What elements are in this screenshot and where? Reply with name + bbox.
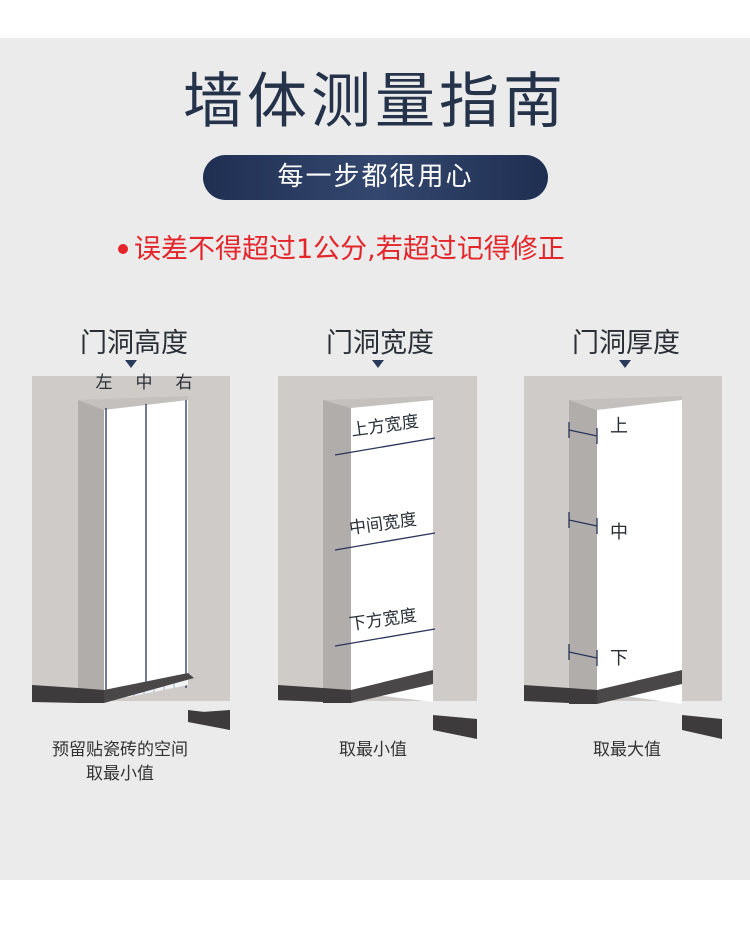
label-bottom: 下 [610,648,628,669]
label-top: 上 [610,416,628,437]
skirting-left [32,685,78,703]
skirting-right [433,715,477,739]
skirting-left [278,685,323,702]
height-section-title: 门洞高度 [80,328,188,359]
label-middle: 中 [136,373,153,393]
label-left: 左 [96,373,113,393]
door-lintel [323,396,433,408]
down-arrow-icon [372,360,384,368]
width-caption: 取最小值 [273,738,473,762]
down-arrow-icon [125,360,137,368]
caption-line: 取最大值 [593,740,661,760]
door-jamb [78,400,104,701]
middle-thickness-marker [568,512,598,534]
caption-line: 取最小值 [339,740,407,760]
skirting-right [682,715,722,739]
warning-note: 误差不得超过1公分,若超过记得修正 [118,230,565,270]
width-diagram: 上方宽度 中间宽度 下方宽度 [278,376,477,739]
page-title: 墙体测量指南 [183,67,567,137]
caption-line: 预留贴瓷砖的空间 [52,740,188,760]
door-opening [351,400,433,702]
label-right: 右 [176,373,193,393]
door-lintel [78,396,188,410]
door-opening [597,400,682,704]
floor-edge [597,670,682,704]
thickness-section-title: 门洞厚度 [572,328,680,359]
door-lintel [569,396,682,410]
skirting-left [524,685,569,703]
skirting-jamb [323,688,351,703]
height-diagram: 左 中 右 [32,373,230,730]
top-thickness-marker [568,422,598,444]
door-jamb [323,400,351,701]
subtitle-banner: 每一步都很用心 [203,155,548,200]
top-width-line [334,437,436,456]
skirting-jamb [569,688,597,704]
label-middle: 中 [610,522,628,543]
thickness-diagram: 上 中 下 [524,376,722,739]
down-arrow-icon [619,360,631,368]
skirting-jamb [78,688,104,703]
bottom-thickness-marker [568,644,598,666]
thickness-caption: 取最大值 [527,738,727,762]
door-jamb [569,400,597,701]
caption-line: 取最小值 [86,764,154,784]
bottom-width-line [334,628,436,647]
height-caption: 预留贴瓷砖的空间 取最小值 [20,738,220,786]
middle-width-line [334,532,436,551]
bullet-icon [118,243,128,254]
floor-edge [104,673,194,703]
warning-text: 误差不得超过1公分,若超过记得修正 [134,234,565,265]
floor-edge [351,670,433,703]
width-section-title: 门洞宽度 [326,328,434,359]
